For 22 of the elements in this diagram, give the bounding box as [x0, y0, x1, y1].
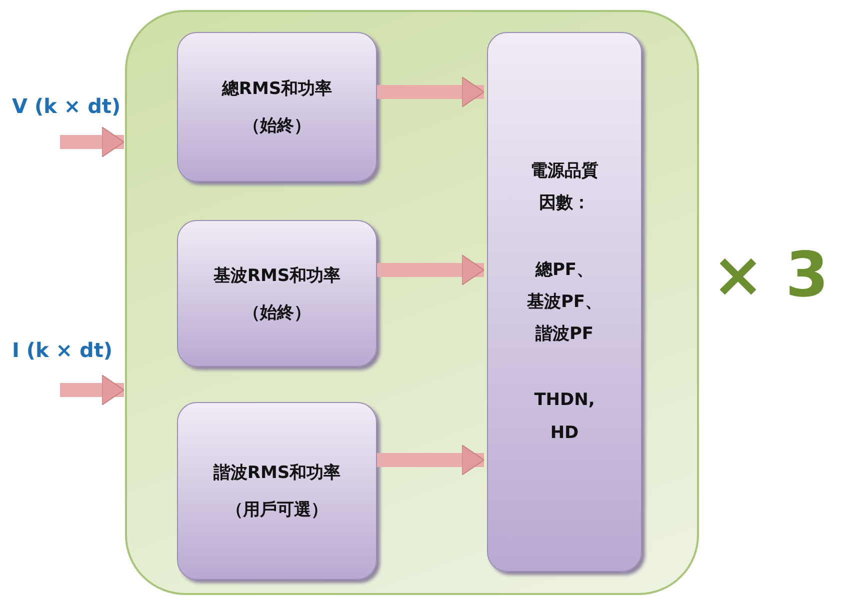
box-text: 諧波RMS和功率 [213, 462, 341, 484]
arrow [377, 76, 484, 108]
input-label: I (k × dt) [12, 338, 113, 362]
arrow [377, 444, 484, 476]
box-text: 總PF、基波PF、諧波PF [526, 258, 604, 346]
process-box [177, 402, 377, 580]
process-box [177, 220, 377, 367]
box-text: （用戶可選） [226, 499, 328, 521]
arrow [377, 254, 484, 286]
input-label: V (k × dt) [12, 94, 121, 118]
process-box [177, 32, 377, 182]
arrow [60, 126, 124, 158]
box-text: 電源品質因數： [530, 160, 600, 216]
box-text: 基波RMS和功率 [213, 264, 341, 286]
box-text: 總RMS和功率 [222, 78, 332, 100]
arrow [60, 374, 124, 406]
box-text: （始終） [243, 302, 311, 324]
box-text: THDN, HD [533, 389, 596, 445]
output-box [487, 32, 642, 572]
multiplier-label: × 3 [712, 238, 829, 311]
block-background [125, 10, 699, 595]
box-text: （始終） [243, 115, 311, 137]
